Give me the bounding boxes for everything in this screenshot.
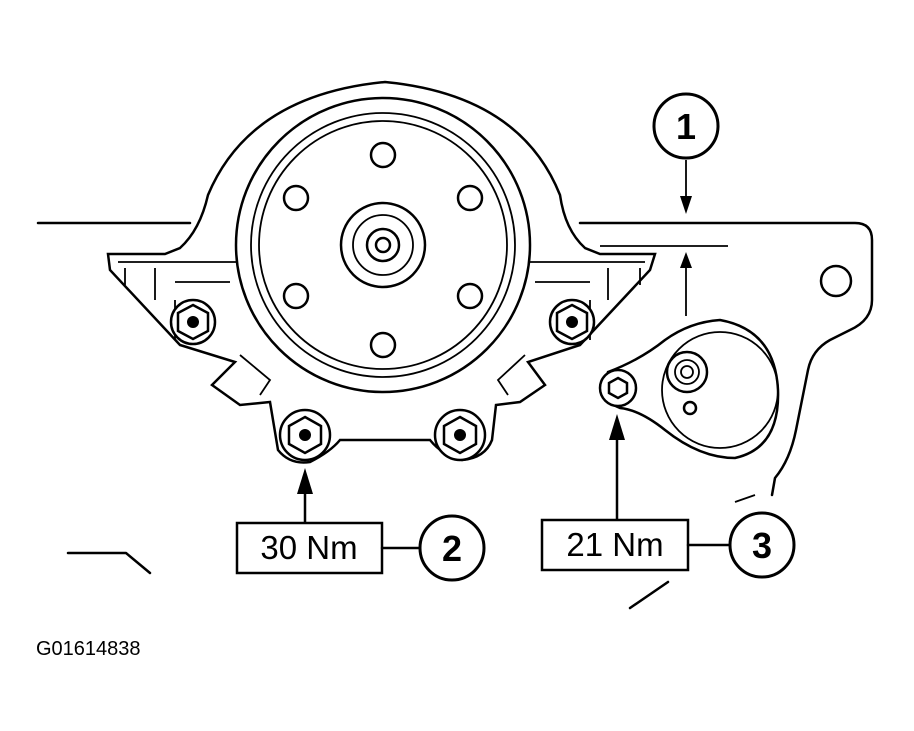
- callout-3: 3: [728, 511, 796, 579]
- callout-2: 2: [418, 514, 486, 582]
- pump-bracket: [598, 318, 780, 460]
- bolt-upper-left: [169, 298, 217, 346]
- torque-value-right: 21 Nm: [566, 526, 663, 563]
- leader-arrow-bracket-bolt: [609, 414, 625, 525]
- pump-pulley: [234, 96, 532, 394]
- callout-2-number: 2: [442, 528, 462, 569]
- engine-block-outline: [36, 221, 874, 610]
- bolt-lower-right: [433, 408, 487, 462]
- callout-3-number: 3: [752, 525, 772, 566]
- bolt-upper-right: [548, 298, 596, 346]
- bolt-lower-left: [278, 408, 332, 462]
- figure-id: G01614838: [36, 638, 141, 660]
- dimension-arrows: [680, 160, 692, 316]
- callout-1-number: 1: [676, 106, 696, 147]
- torque-label-21nm: 21 Nm: [540, 518, 690, 572]
- torque-label-30nm: 30 Nm: [235, 521, 384, 575]
- torque-value-left: 30 Nm: [260, 529, 357, 566]
- leader-arrow-bolt: [297, 468, 313, 525]
- callout-1: 1: [652, 92, 720, 160]
